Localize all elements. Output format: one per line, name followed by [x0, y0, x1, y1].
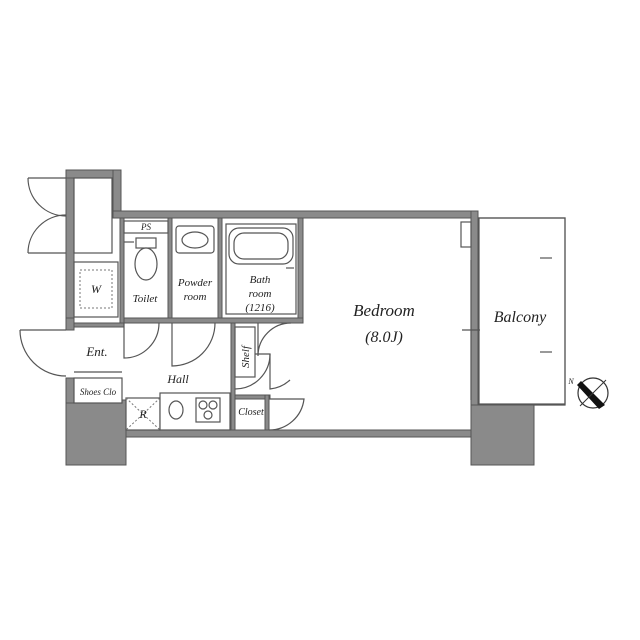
- wall-toilet-left: [119, 217, 125, 324]
- wall-left-upper: [65, 169, 75, 331]
- door-swing-upper: [27, 177, 67, 217]
- stove: [195, 397, 221, 423]
- bedroom-ledge: [460, 221, 472, 248]
- wall-powder-right: [217, 217, 223, 319]
- wall-bath-right: [297, 217, 304, 319]
- burner-3: [203, 410, 213, 420]
- powder-sink-basin: [181, 231, 209, 249]
- bath-door-swing: [257, 322, 292, 357]
- wall-closet-left: [230, 322, 236, 431]
- compass-crossline: [579, 379, 607, 407]
- entrance-door-swing: [19, 329, 67, 377]
- wall-toilet-right: [167, 217, 173, 319]
- washer-label: W: [91, 282, 102, 296]
- toilet-door-swing: [123, 322, 160, 359]
- pier-right: [470, 404, 535, 466]
- kitchen-sink: [168, 400, 184, 420]
- bath-room-label-1: Bath: [250, 274, 271, 286]
- powder-door-swing: [171, 322, 216, 367]
- refrigerator-space: [125, 397, 161, 431]
- wall-closet-top: [234, 394, 271, 400]
- balcony-area: [478, 217, 566, 405]
- powder-room-label-1: Powder: [177, 277, 213, 289]
- pier-left: [65, 399, 127, 466]
- burner-1: [198, 400, 208, 410]
- doors: [19, 177, 480, 431]
- wall-left-mid: [65, 317, 75, 331]
- compass-north-label: N: [567, 377, 574, 386]
- toilet-label: Toilet: [133, 293, 159, 305]
- shelf: [234, 326, 256, 378]
- closet-label: Closet: [238, 407, 264, 418]
- wall-bottom: [65, 429, 479, 438]
- bath-size-label: (1216): [245, 302, 275, 314]
- closet-door-swing: [268, 398, 305, 431]
- ps-label: PS: [140, 222, 151, 232]
- entrance-label: Ent.: [85, 344, 107, 359]
- powder-room-label-2: room: [184, 291, 207, 303]
- walls: [65, 169, 535, 466]
- toilet-tank: [135, 237, 157, 249]
- balcony-label: Balcony: [494, 309, 547, 326]
- wall-core-bottom: [119, 317, 304, 324]
- burner-2: [208, 400, 218, 410]
- storage-upper-left: [73, 177, 113, 254]
- washer-box: [79, 269, 113, 309]
- bedroom-size-label: (8.0J): [365, 329, 403, 346]
- refrigerator-label: R: [138, 407, 147, 421]
- shoes-closet-label: Shoes Clo: [80, 387, 117, 397]
- hall-label: Hall: [166, 372, 189, 386]
- shoes-closet: [73, 377, 123, 404]
- toilet-bowl: [134, 247, 158, 281]
- wall-washer-bottom: [73, 322, 125, 328]
- bedroom-label: Bedroom: [353, 301, 415, 320]
- compass-ring: [577, 377, 609, 409]
- bathtub-inner: [233, 232, 289, 260]
- wall-left-lower: [65, 377, 75, 404]
- shelf-label: Shelf: [240, 344, 252, 368]
- wall-right: [470, 210, 479, 437]
- wall-closet-right: [264, 394, 270, 431]
- door-swing-upper-2: [27, 214, 67, 254]
- room-labels: PS Toilet Powder room Bath room (1216) B…: [80, 222, 547, 421]
- fixtures: [73, 220, 297, 431]
- compass: N: [567, 377, 609, 409]
- bath-room-label-2: room: [249, 288, 272, 300]
- balcony: [478, 217, 566, 406]
- bedroom-door-swing: [269, 354, 291, 390]
- wall-top: [112, 210, 479, 219]
- ps-shaft: [123, 220, 169, 234]
